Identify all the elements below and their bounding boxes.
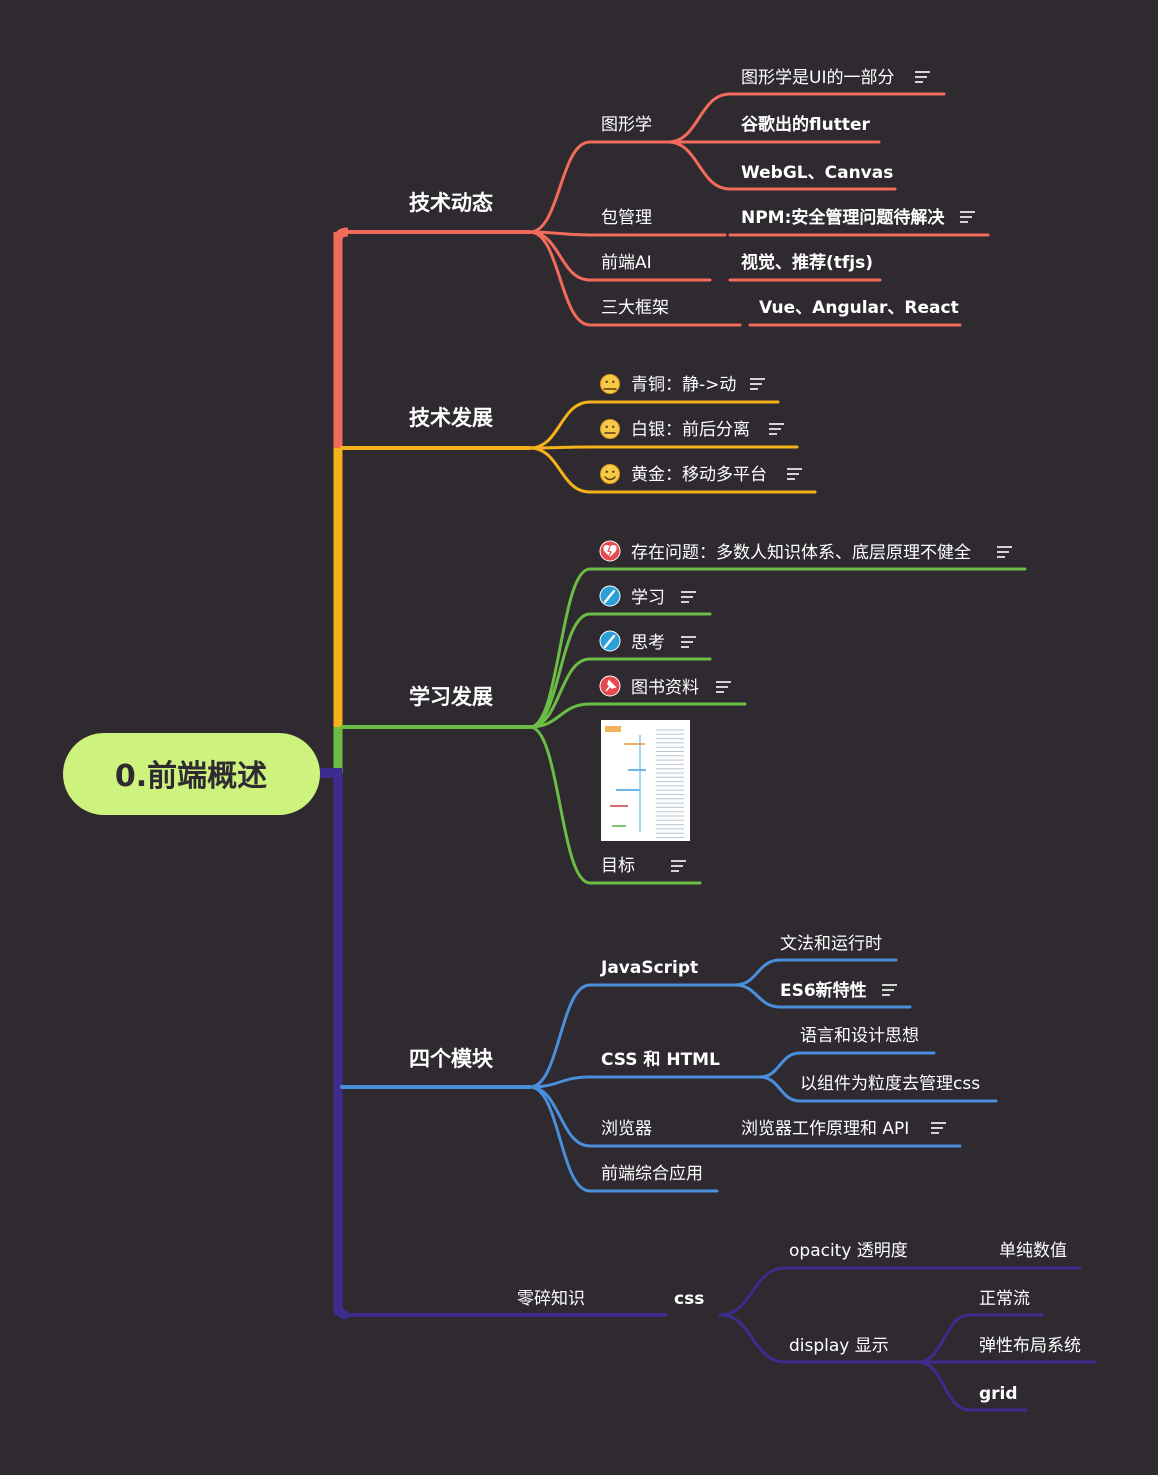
note-icon	[997, 546, 1012, 558]
node-graphics-ui[interactable]: 图形学是UI的一部分	[741, 68, 894, 88]
node-silver[interactable]: 白银：前后分离	[631, 420, 750, 440]
root-connector	[320, 768, 342, 778]
node-es6[interactable]: ES6新特性	[780, 980, 867, 1001]
connector-curve	[528, 230, 592, 282]
connector-curve	[528, 983, 592, 1089]
connector-curve	[718, 1313, 787, 1364]
node-normal-flow[interactable]: 正常流	[979, 1289, 1030, 1309]
pencil-icon	[599, 585, 621, 607]
connector-curve	[733, 983, 782, 1009]
node-browser[interactable]: 浏览器	[601, 1119, 652, 1139]
connector-curve	[758, 1051, 802, 1079]
node-grid[interactable]: grid	[979, 1384, 1018, 1404]
node-frameworks[interactable]: 三大框架	[601, 298, 669, 318]
mind-map-connectors	[320, 92, 1097, 1412]
connector-curve	[528, 400, 592, 450]
connector-curve	[528, 612, 592, 729]
connector-curve	[528, 446, 592, 494]
connector-curve	[733, 958, 782, 987]
branch-learning[interactable]: 学习发展	[409, 685, 493, 709]
smile-face-icon	[600, 464, 620, 484]
goal-thumbnail-image[interactable]	[601, 720, 690, 841]
root-node[interactable]: 0.前端概述	[63, 733, 320, 815]
node-vue-angular-react[interactable]: Vue、Angular、React	[759, 298, 959, 318]
node-study[interactable]: 学习	[631, 588, 665, 608]
connector-curve	[528, 725, 592, 885]
node-display[interactable]: display 显示	[789, 1336, 889, 1356]
note-icon	[681, 591, 696, 603]
node-pkg[interactable]: 包管理	[601, 208, 652, 228]
connector-curve	[916, 1360, 972, 1412]
node-design[interactable]: 语言和设计思想	[800, 1026, 919, 1046]
node-goal[interactable]: 目标	[601, 856, 635, 876]
node-component-css[interactable]: 以组件为粒度去管理css	[800, 1074, 980, 1094]
icons-layer	[599, 374, 621, 697]
node-ai-vision[interactable]: 视觉、推荐(tfjs)	[741, 252, 873, 273]
note-icon	[787, 468, 802, 480]
root-label: 0.前端概述	[115, 759, 267, 794]
branch-fragments[interactable]: 零碎知识	[517, 1289, 585, 1309]
connector-curve	[666, 140, 732, 191]
node-css[interactable]: css	[674, 1289, 704, 1309]
branch-tech-dev[interactable]: 技术发展	[409, 406, 493, 430]
node-opacity[interactable]: opacity 透明度	[789, 1241, 908, 1261]
neutral-face-icon	[600, 419, 620, 439]
branch-tech-trends[interactable]: 技术动态	[409, 191, 493, 215]
node-ai[interactable]: 前端AI	[601, 253, 652, 273]
connector-curve	[528, 140, 592, 234]
connector-curve	[528, 702, 592, 729]
node-js-grammar[interactable]: 文法和运行时	[780, 934, 882, 954]
connector-curve	[528, 230, 592, 327]
note-icon	[960, 211, 975, 223]
note-icon	[931, 1122, 946, 1134]
note-icon	[915, 71, 930, 83]
note-icon	[882, 984, 897, 996]
broken-heart-icon	[599, 540, 621, 562]
note-icon	[750, 378, 765, 390]
connector-curve	[528, 445, 592, 450]
node-bronze[interactable]: 青铜：静->动	[631, 375, 736, 395]
connector-curve	[916, 1313, 972, 1364]
tired-face-icon	[600, 374, 620, 394]
connector-curve	[718, 1266, 787, 1317]
pin-icon	[599, 675, 621, 697]
node-css-html[interactable]: CSS 和 HTML	[601, 1050, 720, 1070]
notes-layer	[671, 71, 1012, 1134]
node-think[interactable]: 思考	[631, 633, 665, 653]
node-app[interactable]: 前端综合应用	[601, 1164, 703, 1184]
connector-curve	[528, 1085, 592, 1193]
node-npm[interactable]: NPM:安全管理问题待解决	[741, 207, 945, 228]
node-browser-api[interactable]: 浏览器工作原理和 API	[741, 1119, 909, 1139]
node-graphics[interactable]: 图形学	[601, 115, 652, 135]
note-icon	[769, 423, 784, 435]
node-webgl[interactable]: WebGL、Canvas	[741, 163, 893, 183]
node-problem[interactable]: 存在问题：多数人知识体系、底层原理不健全	[631, 543, 971, 563]
connector-curve	[758, 1075, 802, 1103]
node-books[interactable]: 图书资料	[631, 678, 699, 698]
node-pure-number[interactable]: 单纯数值	[999, 1241, 1067, 1261]
node-javascript[interactable]: JavaScript	[600, 958, 698, 978]
note-icon	[681, 636, 696, 648]
node-gold[interactable]: 黄金：移动多平台	[631, 465, 767, 485]
pencil-icon	[599, 630, 621, 652]
branch-modules[interactable]: 四个模块	[409, 1047, 494, 1071]
connector-curve	[666, 92, 732, 144]
connector-curve	[528, 1075, 592, 1089]
node-flexbox[interactable]: 弹性布局系统	[979, 1336, 1081, 1356]
note-icon	[671, 860, 686, 872]
note-icon	[716, 681, 731, 693]
node-flutter[interactable]: 谷歌出的flutter	[741, 114, 870, 135]
connector-curve	[528, 657, 592, 729]
